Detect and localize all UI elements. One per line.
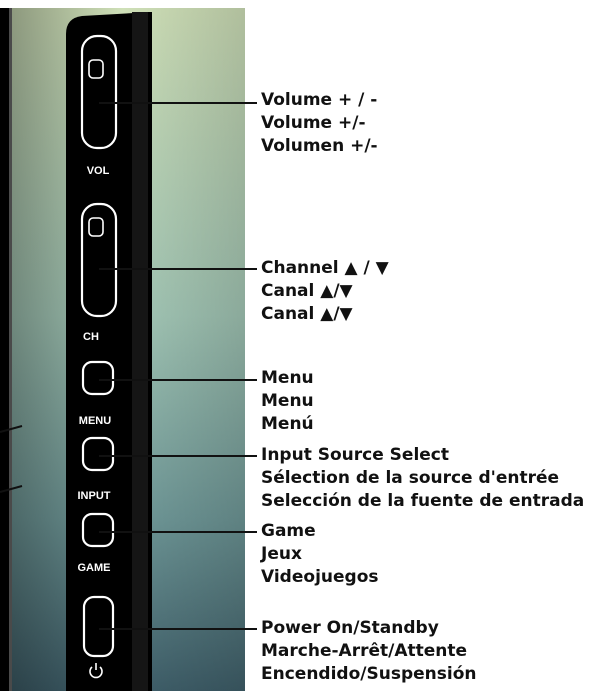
callout-power-en: Power On/Standby	[261, 618, 439, 638]
control-bezel	[66, 12, 152, 691]
callout-power-fr: Marche-Arrêt/Attente	[261, 641, 468, 661]
callout-volume-es: Volumen +/-	[261, 136, 378, 156]
callout-menu-fr: Menu	[261, 391, 314, 411]
ch-label: CH	[83, 331, 99, 343]
channel-rocker-button[interactable]: CH	[80, 202, 118, 343]
power-icon	[89, 663, 103, 679]
pointer-line	[0, 425, 23, 433]
callout-menu: Menu Menu Menú	[261, 367, 314, 436]
callout-channel-en: Channel ▲ / ▼	[261, 258, 389, 278]
callout-channel-fr: Canal ▲/▼	[261, 281, 353, 301]
volume-rocker-button[interactable]: VOL	[80, 34, 118, 177]
callout-game-fr: Jeux	[261, 544, 302, 564]
callout-power-es: Encendido/Suspensión	[261, 664, 477, 684]
callout-volume-fr: Volume +/-	[261, 113, 366, 133]
callout-game-es: Videojuegos	[261, 567, 379, 587]
power-button[interactable]	[82, 595, 115, 679]
callout-game: Game Jeux Videojuegos	[261, 520, 379, 589]
callout-input-fr: Sélection de la source d'entrée	[261, 468, 560, 488]
callout-game-en: Game	[261, 521, 316, 541]
vol-label: VOL	[87, 165, 110, 177]
callout-channel-es: Canal ▲/▼	[261, 304, 353, 324]
callout-volume: Volume + / - Volume +/- Volumen +/-	[261, 89, 378, 158]
left-bezel-edge	[0, 8, 9, 691]
menu-button[interactable]: MENU	[79, 360, 115, 427]
leader-line-tails	[245, 102, 257, 630]
callout-channel: Channel ▲ / ▼ Canal ▲/▼ Canal ▲/▼	[261, 257, 389, 326]
menu-label: MENU	[79, 415, 111, 427]
callout-input-en: Input Source Select	[261, 445, 450, 465]
callout-menu-es: Menú	[261, 414, 314, 434]
callout-volume-en: Volume + / -	[261, 90, 378, 110]
callout-input: Input Source Select Sélection de la sour…	[261, 444, 584, 513]
game-label: GAME	[78, 562, 111, 574]
input-button[interactable]: INPUT	[78, 436, 115, 502]
callout-power: Power On/Standby Marche-Arrêt/Attente En…	[261, 617, 476, 686]
input-label: INPUT	[78, 490, 111, 502]
tv-side-panel: VOL CH MENU INPUT GAME	[0, 0, 245, 691]
callout-input-es: Selección de la fuente de entrada	[261, 491, 585, 511]
pointer-line	[0, 485, 23, 493]
game-button[interactable]: GAME	[78, 512, 115, 574]
callout-menu-en: Menu	[261, 368, 314, 388]
